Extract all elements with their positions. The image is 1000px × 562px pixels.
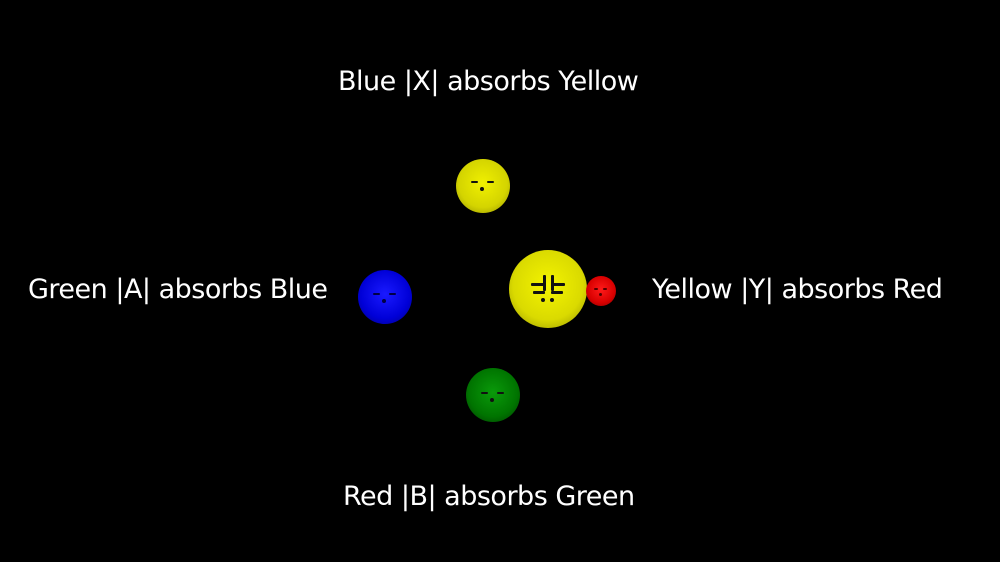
yellow-ball-top[interactable] [456,159,510,213]
ball-face-icon [586,276,616,306]
ball-face-icon [456,159,510,213]
blue-ball-left[interactable] [358,270,412,324]
red-ball-small[interactable] [586,276,616,306]
ball-face-icon [466,368,520,422]
player-face-icon [509,250,587,328]
green-ball-bottom[interactable] [466,368,520,422]
label-left-rule: Green |A| absorbs Blue [28,274,328,305]
label-bottom-rule: Red |B| absorbs Green [343,481,635,512]
ball-face-icon [358,270,412,324]
label-top-rule: Blue |X| absorbs Yellow [338,66,639,97]
player-yellow-ball[interactable] [509,250,587,328]
label-right-rule: Yellow |Y| absorbs Red [652,274,943,305]
